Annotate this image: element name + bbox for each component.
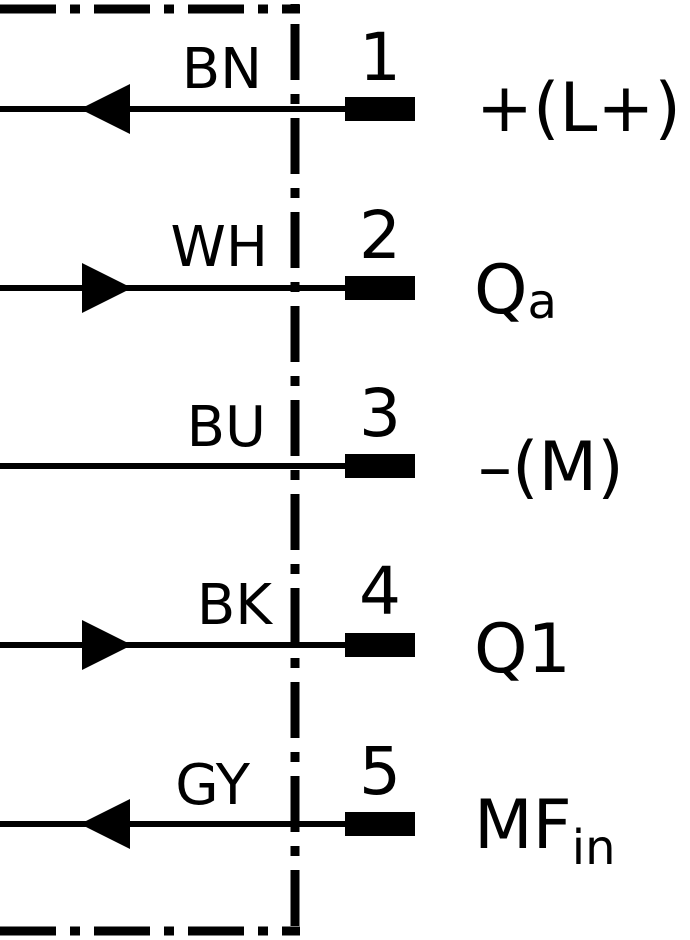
pin-number: 5 [359,733,401,810]
signal-label: Qa [474,251,557,330]
pin-row-5: GY 5 MFin [0,733,616,876]
arrow-left-icon [80,799,130,849]
pin-row-2: WH 2 Qa [0,197,557,330]
signal-subscript: in [572,820,616,876]
housing-boundary [0,4,300,940]
signal-label: MFin [474,786,616,876]
signal-subscript: a [528,274,557,330]
pin-number: 3 [359,375,401,452]
pin-terminal [345,633,415,657]
wire-color-label: BU [187,395,266,460]
wire-color-label: BN [182,37,262,102]
arrow-right-icon [82,620,132,670]
pin-terminal [345,276,415,300]
pin-row-4: BK 4 Q1 [0,553,571,689]
pin-number: 2 [359,197,401,274]
pin-row-1: BN 1 +(L+) [0,19,681,148]
arrow-right-icon [82,263,132,313]
signal-label: Q1 [474,610,571,689]
pin-number: 1 [359,19,401,96]
arrow-left-icon [80,84,130,134]
wire-color-label: WH [171,215,268,280]
pin-terminal [345,454,415,478]
signal-label: +(L+) [476,69,681,148]
pin-terminal [345,97,415,121]
signal-label: –(M) [478,428,624,507]
wire-color-label: GY [175,753,251,818]
wire-color-label: BK [197,573,273,638]
pin-terminal [345,812,415,836]
pin-row-3: BU 3 –(M) [0,375,624,507]
pin-number: 4 [359,553,401,630]
